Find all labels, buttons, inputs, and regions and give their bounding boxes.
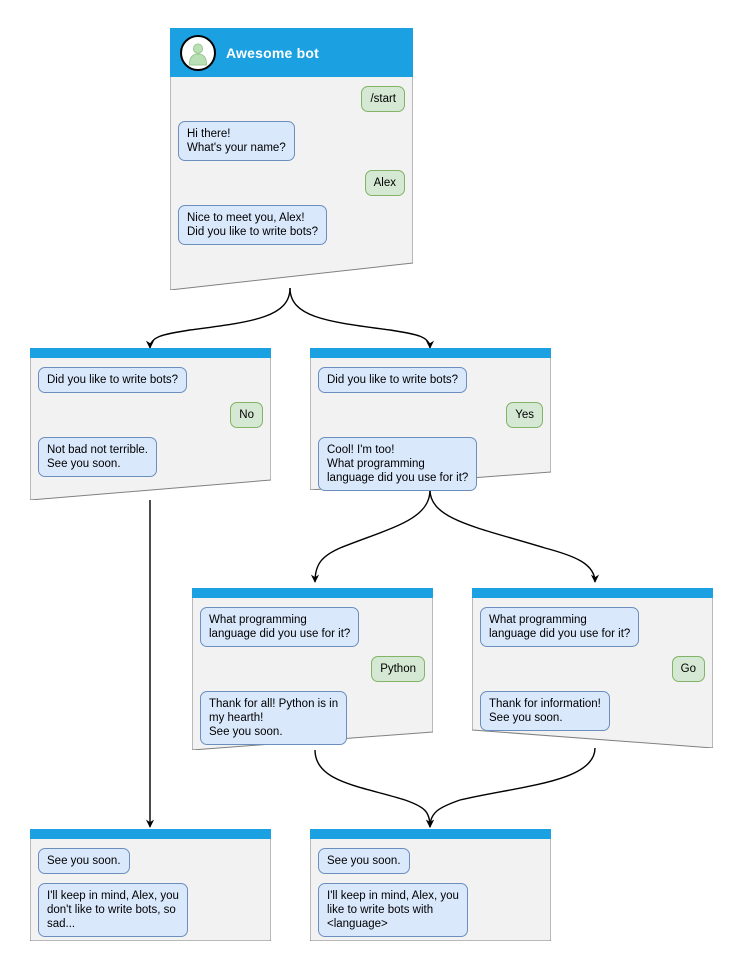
card-header-answer-go — [472, 588, 713, 598]
message-row: Did you like to write bots? — [38, 367, 263, 393]
edge-python-to-end-positive — [314, 749, 435, 828]
message-row: Thank for information! See you soon. — [480, 691, 705, 731]
person-avatar-icon — [180, 34, 216, 71]
card-answer-go[interactable]: What programming language did you use fo… — [472, 588, 713, 748]
card-answer-yes[interactable]: Did you like to write bots? Yes Cool! I'… — [310, 348, 551, 491]
message-row: Nice to meet you, Alex! Did you like to … — [178, 205, 405, 245]
card-end-negative[interactable]: See you soon. I'll keep in mind, Alex, y… — [30, 829, 271, 941]
message-row: Did you like to write bots? — [318, 367, 543, 393]
bot-message-bubble[interactable]: Not bad not terrible. See you soon. — [38, 437, 158, 477]
card-body-answer-go: What programming language did you use fo… — [472, 598, 713, 739]
card-body-start: /start Hi there! What's your name? Alex … — [170, 77, 413, 253]
bot-message-bubble[interactable]: See you soon. — [38, 848, 130, 874]
edge-root-to-no — [145, 287, 291, 349]
card-header-end-positive — [310, 829, 551, 839]
card-body-end-positive: See you soon. I'll keep in mind, Alex, y… — [310, 839, 551, 945]
message-row: Hi there! What's your name? — [178, 121, 405, 161]
message-row: Python — [200, 656, 425, 682]
card-header-answer-python — [192, 588, 433, 598]
message-row: Yes — [318, 402, 543, 428]
message-row: Alex — [178, 170, 405, 196]
bot-message-bubble[interactable]: Did you like to write bots? — [318, 367, 468, 393]
user-message-bubble[interactable]: Alex — [364, 170, 405, 196]
edge-go-to-end-positive — [425, 747, 596, 828]
message-row: Thank for all! Python is in my hearth! S… — [200, 691, 425, 745]
message-row: Cool! I'm too! What programming language… — [318, 437, 543, 491]
bot-message-bubble[interactable]: Thank for all! Python is in my hearth! S… — [200, 691, 348, 745]
bot-message-bubble[interactable]: See you soon. — [318, 848, 410, 874]
user-message-bubble[interactable]: Yes — [506, 402, 543, 428]
message-row: No — [38, 402, 263, 428]
card-header-end-negative — [30, 829, 271, 839]
card-end-positive[interactable]: See you soon. I'll keep in mind, Alex, y… — [310, 829, 551, 941]
card-body-answer-python: What programming language did you use fo… — [192, 598, 433, 753]
message-row: What programming language did you use fo… — [200, 607, 425, 647]
card-body-answer-yes: Did you like to write bots? Yes Cool! I'… — [310, 358, 551, 499]
message-row: I'll keep in mind, Alex, you don't like … — [38, 883, 263, 937]
user-message-bubble[interactable]: /start — [361, 86, 405, 112]
user-message-bubble[interactable]: Python — [371, 656, 425, 682]
bot-message-bubble[interactable]: What programming language did you use fo… — [200, 607, 360, 647]
message-row: See you soon. — [38, 848, 263, 874]
card-answer-no[interactable]: Did you like to write bots? No Not bad n… — [30, 348, 271, 500]
card-header-start: Awesome bot — [170, 28, 413, 77]
card-body-answer-no: Did you like to write bots? No Not bad n… — [30, 358, 271, 485]
bot-message-bubble[interactable]: Thank for information! See you soon. — [480, 691, 610, 731]
bot-message-bubble[interactable]: Cool! I'm too! What programming language… — [318, 437, 478, 491]
card-header-answer-yes — [310, 348, 551, 358]
message-row: Not bad not terrible. See you soon. — [38, 437, 263, 477]
edge-yes-to-go — [429, 489, 600, 583]
bot-name-label: Awesome bot — [226, 44, 319, 61]
edge-root-to-yes — [289, 287, 435, 349]
card-answer-python[interactable]: What programming language did you use fo… — [192, 588, 433, 750]
bot-message-bubble[interactable]: Hi there! What's your name? — [178, 121, 295, 161]
message-row: /start — [178, 86, 405, 112]
user-message-bubble[interactable]: No — [230, 402, 263, 428]
message-row: See you soon. — [318, 848, 543, 874]
bot-message-bubble[interactable]: Nice to meet you, Alex! Did you like to … — [178, 205, 328, 245]
bot-message-bubble[interactable]: I'll keep in mind, Alex, you don't like … — [38, 883, 188, 937]
bot-message-bubble[interactable]: Did you like to write bots? — [38, 367, 188, 393]
message-row: I'll keep in mind, Alex, you like to wri… — [318, 883, 543, 937]
bot-message-bubble[interactable]: What programming language did you use fo… — [480, 607, 640, 647]
bot-message-bubble[interactable]: I'll keep in mind, Alex, you like to wri… — [318, 883, 468, 937]
message-row: What programming language did you use fo… — [480, 607, 705, 647]
card-header-answer-no — [30, 348, 271, 358]
edge-yes-to-python — [310, 489, 431, 583]
card-body-end-negative: See you soon. I'll keep in mind, Alex, y… — [30, 839, 271, 945]
card-start[interactable]: Awesome bot /start Hi there! What's your… — [170, 28, 413, 290]
user-message-bubble[interactable]: Go — [671, 656, 705, 682]
message-row: Go — [480, 656, 705, 682]
